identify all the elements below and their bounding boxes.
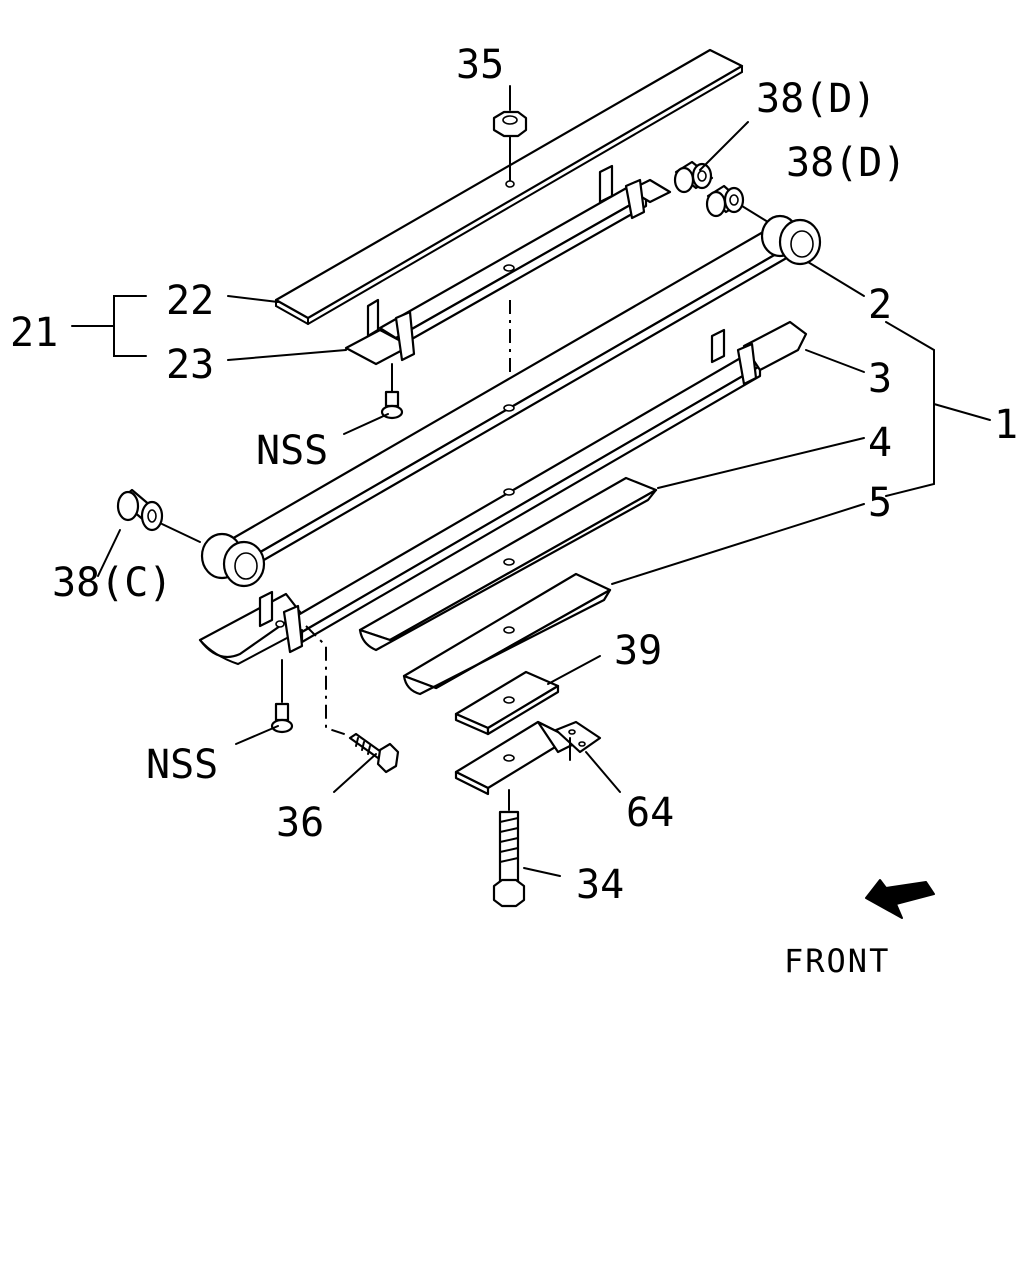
part-34-center-bolt [492,789,526,908]
bracket-group-21 [113,295,147,357]
nss-screw-bottom [270,659,294,734]
label-5: 5 [868,480,892,526]
label-22: 22 [166,278,214,324]
label-38c: 38(C) [52,560,172,606]
label-64: 64 [626,790,674,836]
label-2: 2 [868,282,892,328]
part-2-main-leaf [200,214,822,588]
front-label: FRONT [784,942,890,980]
label-34: 34 [576,862,624,908]
label-35: 35 [456,42,504,88]
label-38d-b: 38(D) [786,140,906,186]
label-39: 39 [614,628,662,674]
label-1: 1 [994,402,1018,448]
part-38d-bushing-b [705,184,769,223]
part-64-bracket [454,720,602,796]
part-38c-bushing [116,488,201,543]
part-4-leaf [358,476,658,652]
front-arrow-icon [865,879,935,919]
label-nss-top: NSS [256,428,328,474]
label-36: 36 [276,800,324,846]
label-3: 3 [868,356,892,402]
label-4: 4 [868,420,892,466]
leader-lines [97,85,865,877]
bracket-group-1 [885,321,935,497]
part-5-leaf [402,572,612,696]
label-21: 21 [10,310,58,356]
part-38d-bushing-a [673,160,714,194]
label-nss-bottom: NSS [146,742,218,788]
part-23-spacer-leaf [344,164,672,366]
part-35-nut [492,110,528,188]
label-38d-a: 38(D) [756,76,876,122]
nss-screw-top [380,363,404,420]
part-39-plate [454,670,560,736]
part-3-second-leaf [198,320,808,666]
clip-bolt-axis [305,625,351,737]
part-36-bolt [348,732,400,774]
label-23: 23 [166,342,214,388]
